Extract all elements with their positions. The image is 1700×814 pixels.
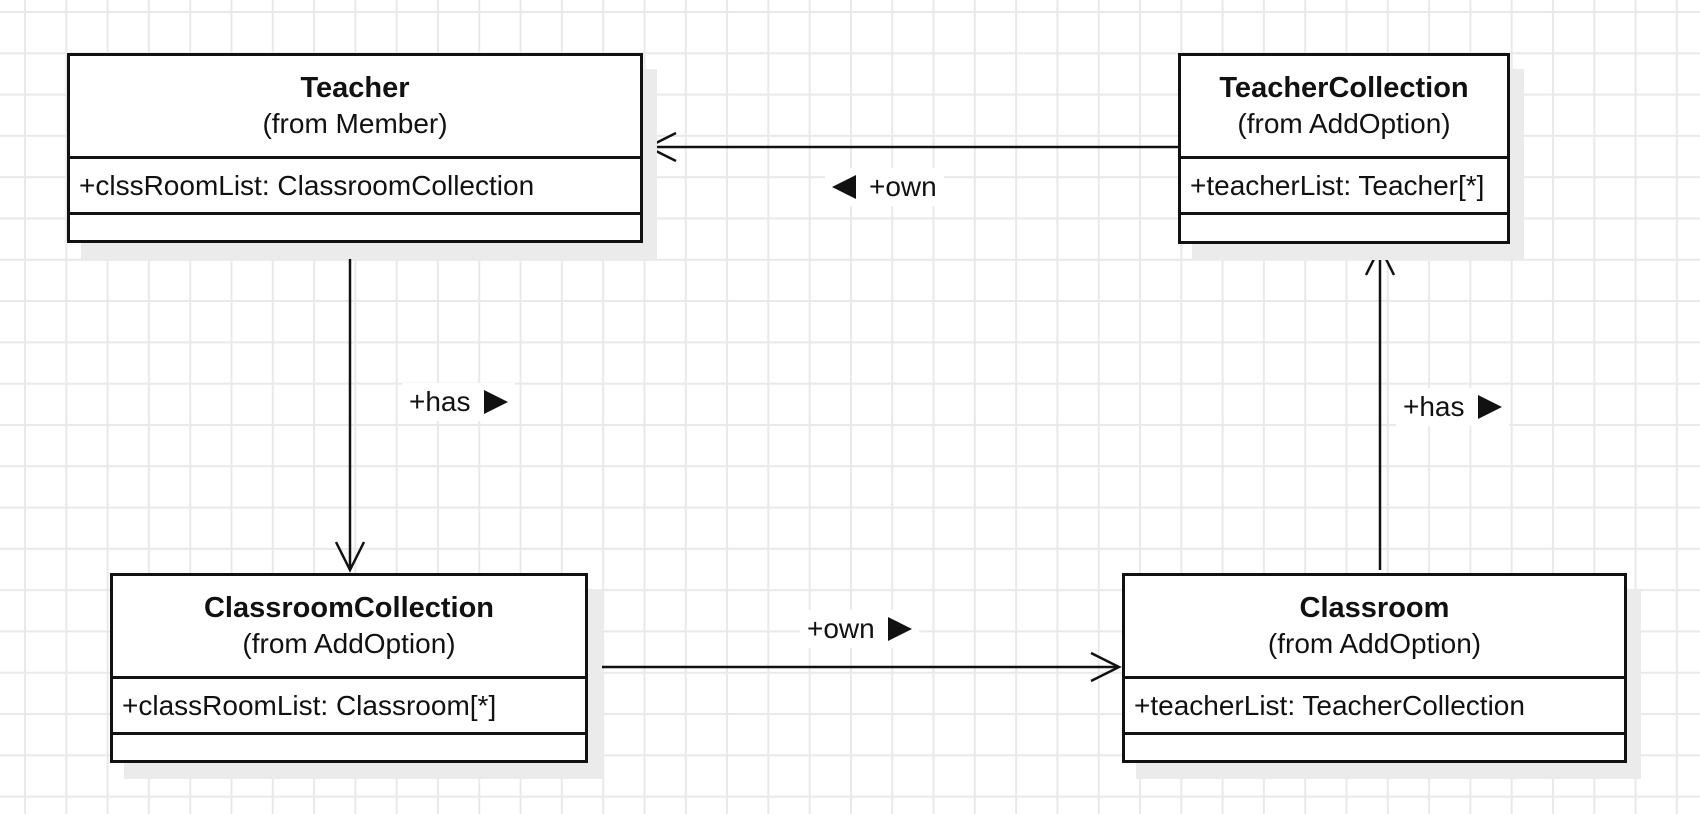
attribute-item: +classRoomList: Classroom[*] (122, 689, 497, 721)
edge-label-has-right[interactable]: +has (1396, 388, 1509, 426)
association-has-teacher-to-classroomcollection[interactable] (334, 246, 366, 573)
direction-left-icon (832, 175, 856, 199)
association-own-classroomcollection-to-classroom[interactable] (592, 651, 1122, 683)
class-node-classroom[interactable]: Classroom (from AddOption) +teacherList:… (1122, 573, 1627, 763)
direction-right-icon (483, 390, 508, 414)
edge-label-text: +own (869, 171, 937, 202)
attribute-compartment: +teacherList: Teacher[*] (1181, 156, 1507, 215)
direction-right-icon (887, 617, 912, 641)
association-has-classroom-to-teachercollection[interactable] (1364, 244, 1396, 570)
class-name: Classroom (1299, 592, 1450, 625)
class-package-label: (from Member) (262, 107, 448, 139)
edge-label-own-bottom[interactable]: +own (800, 610, 919, 648)
class-name: ClassroomCollection (203, 592, 495, 625)
attribute-item: +clssRoomList: ClassroomCollection (79, 169, 535, 201)
attribute-item: +teacherList: TeacherCollection (1134, 689, 1525, 721)
class-package-label: (from AddOption) (1237, 107, 1451, 139)
edge-label-has-left[interactable]: +has (402, 383, 515, 421)
direction-right-icon (1477, 395, 1502, 419)
edge-label-text: +own (807, 613, 875, 644)
class-title: TeacherCollection (from AddOption) (1181, 56, 1507, 156)
operation-compartment (70, 215, 640, 240)
class-name: Teacher (300, 72, 410, 105)
attribute-compartment: +clssRoomList: ClassroomCollection (70, 156, 640, 215)
edge-label-text: +has (409, 386, 471, 417)
edge-label-own-top[interactable]: +own (825, 168, 944, 206)
class-node-teachercollection[interactable]: TeacherCollection (from AddOption) +teac… (1178, 53, 1510, 244)
edge-label-text: +has (1403, 391, 1465, 422)
attribute-compartment: +teacherList: TeacherCollection (1125, 676, 1624, 735)
attribute-item: +teacherList: Teacher[*] (1190, 169, 1485, 201)
attribute-compartment: +classRoomList: Classroom[*] (113, 676, 585, 735)
class-package-label: (from AddOption) (242, 627, 456, 659)
class-node-classroomcollection[interactable]: ClassroomCollection (from AddOption) +cl… (110, 573, 588, 763)
class-name: TeacherCollection (1219, 72, 1469, 105)
operation-compartment (1181, 215, 1507, 241)
class-title: ClassroomCollection (from AddOption) (113, 576, 585, 676)
class-title: Classroom (from AddOption) (1125, 576, 1624, 676)
class-node-teacher[interactable]: Teacher (from Member) +clssRoomList: Cla… (67, 53, 643, 243)
operation-compartment (1125, 735, 1624, 760)
operation-compartment (113, 735, 585, 760)
class-package-label: (from AddOption) (1267, 627, 1482, 659)
class-title: Teacher (from Member) (70, 56, 640, 156)
association-own-teachercollection-to-teacher[interactable] (645, 131, 1178, 163)
